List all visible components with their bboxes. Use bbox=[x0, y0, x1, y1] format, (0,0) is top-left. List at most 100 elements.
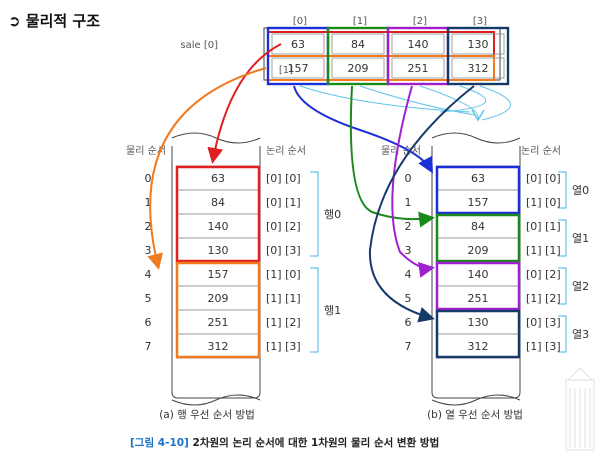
right-caption: (b) 열 우선 순서 방법 bbox=[427, 409, 523, 421]
array-cell-1-1 bbox=[331, 57, 385, 79]
array-cell-value-0-0: 63 bbox=[291, 38, 305, 51]
right-value-1: 157 bbox=[468, 196, 489, 209]
right-index-7: 7 bbox=[405, 340, 412, 353]
array-cell-0-1 bbox=[331, 33, 385, 55]
right-value-6: 130 bbox=[468, 316, 489, 329]
right-value-4: 140 bbox=[468, 268, 489, 281]
left-index-1: 1 bbox=[145, 196, 152, 209]
left-value-6: 251 bbox=[208, 316, 229, 329]
array-row1-label: [1] bbox=[279, 65, 293, 76]
left-group-label-0: 행0 bbox=[324, 208, 341, 221]
left-value-3: 130 bbox=[208, 244, 229, 257]
array-col-label-0: [0] bbox=[293, 16, 307, 27]
right-value-2: 84 bbox=[471, 220, 485, 233]
left-value-2: 140 bbox=[208, 220, 229, 233]
mapping-arrows bbox=[147, 43, 475, 323]
fan-arrowhead bbox=[471, 109, 485, 122]
watermark-roof bbox=[567, 367, 593, 381]
left-index-2: 2 bbox=[145, 220, 152, 233]
left-logical-1: [0] [1] bbox=[266, 196, 301, 209]
right-tape-bottom bbox=[431, 394, 521, 406]
fan-line-2 bbox=[419, 85, 479, 119]
figure-caption: [그림 4-10] 2차원의 논리 순서에 대한 1차원의 물리 순서 변환 방… bbox=[130, 436, 439, 449]
left-tape-bottom bbox=[171, 394, 261, 406]
array-cell-0-2 bbox=[391, 33, 445, 55]
right-value-3: 209 bbox=[468, 244, 489, 257]
left-logical-6: [1] [2] bbox=[266, 316, 301, 329]
left-group-label-1: 행1 bbox=[324, 304, 341, 317]
left-index-6: 6 bbox=[145, 316, 152, 329]
right-index-2: 2 bbox=[405, 220, 412, 233]
array-cell-value-1-1: 209 bbox=[348, 62, 369, 75]
right-logical-4: [0] [2] bbox=[526, 268, 561, 281]
left-value-4: 157 bbox=[208, 268, 229, 281]
left-logical-0: [0] [0] bbox=[266, 172, 301, 185]
right-logical-7: [1] [3] bbox=[526, 340, 561, 353]
right-index-5: 5 bbox=[405, 292, 412, 305]
left-header-index: 물리 순서 bbox=[126, 145, 166, 157]
figure-caption-prefix: [그림 4-10] bbox=[130, 437, 189, 449]
left-logical-7: [1] [3] bbox=[266, 340, 301, 353]
right-group-box-3 bbox=[435, 309, 521, 359]
array-cell-1-3 bbox=[451, 57, 505, 79]
fan-line-3 bbox=[479, 85, 511, 121]
watermark-body bbox=[565, 379, 595, 451]
array-col-label-2: [2] bbox=[413, 16, 427, 27]
array-cell-0-0 bbox=[271, 33, 325, 55]
left-index-0: 0 bbox=[145, 172, 152, 185]
array-col-highlight-3 bbox=[446, 26, 510, 86]
arrow-col3-to-right bbox=[368, 85, 475, 323]
left-group-box-1 bbox=[175, 261, 261, 359]
left-group-bracket-1 bbox=[310, 267, 319, 353]
fan-line-0 bbox=[299, 85, 471, 113]
right-group-label-1: 열1 bbox=[572, 232, 589, 245]
right-group-box-2 bbox=[435, 261, 521, 311]
array-cell-value-1-0: 157 bbox=[288, 62, 309, 75]
right-index-4: 4 bbox=[405, 268, 412, 281]
left-index-3: 3 bbox=[145, 244, 152, 257]
array-col-label-3: [3] bbox=[473, 16, 487, 27]
right-group-bracket-2 bbox=[558, 267, 567, 305]
array-cell-0-3 bbox=[451, 33, 505, 55]
right-index-3: 3 bbox=[405, 244, 412, 257]
left-header-logical: 논리 순서 bbox=[266, 145, 306, 157]
figure-caption-text: 2차원의 논리 순서에 대한 1차원의 물리 순서 변환 방법 bbox=[189, 436, 439, 449]
right-logical-3: [1] [1] bbox=[526, 244, 561, 257]
left-value-7: 312 bbox=[208, 340, 229, 353]
right-group-label-3: 열3 bbox=[572, 328, 589, 341]
array-cell-value-1-3: 312 bbox=[468, 62, 489, 75]
left-tape-frame bbox=[171, 146, 261, 399]
right-group-box-1 bbox=[435, 213, 521, 263]
left-caption: (a) 행 우선 순서 방법 bbox=[159, 409, 255, 421]
left-index-4: 4 bbox=[145, 268, 152, 281]
array-col-label-1: [1] bbox=[353, 16, 367, 27]
right-index-6: 6 bbox=[405, 316, 412, 329]
left-logical-2: [0] [2] bbox=[266, 220, 301, 233]
left-value-5: 209 bbox=[208, 292, 229, 305]
page-title: ➲ 물리적 구조 bbox=[8, 12, 101, 30]
array-name-label: sale [0] bbox=[180, 40, 218, 51]
building-watermark bbox=[565, 367, 595, 451]
arrow-col2-to-right bbox=[391, 85, 435, 278]
right-value-7: 312 bbox=[468, 340, 489, 353]
left-tape-top bbox=[171, 132, 261, 144]
right-value-5: 251 bbox=[468, 292, 489, 305]
arrow-col0-to-right bbox=[293, 85, 433, 174]
right-tape-frame bbox=[431, 146, 521, 399]
right-logical-1: [1] [0] bbox=[526, 196, 561, 209]
array-cell-value-0-1: 84 bbox=[351, 38, 365, 51]
left-index-7: 7 bbox=[145, 340, 152, 353]
watermark-columns bbox=[569, 388, 591, 448]
fan-line-1 bbox=[359, 85, 476, 116]
array-cell-value-0-2: 140 bbox=[408, 38, 429, 51]
right-group-bracket-0 bbox=[558, 171, 567, 209]
left-group-bracket-0 bbox=[310, 171, 319, 257]
right-logical-0: [0] [0] bbox=[526, 172, 561, 185]
right-index-1: 1 bbox=[405, 196, 412, 209]
right-header-logical: 논리 순서 bbox=[521, 145, 561, 157]
array-cell-1-0 bbox=[271, 57, 325, 79]
